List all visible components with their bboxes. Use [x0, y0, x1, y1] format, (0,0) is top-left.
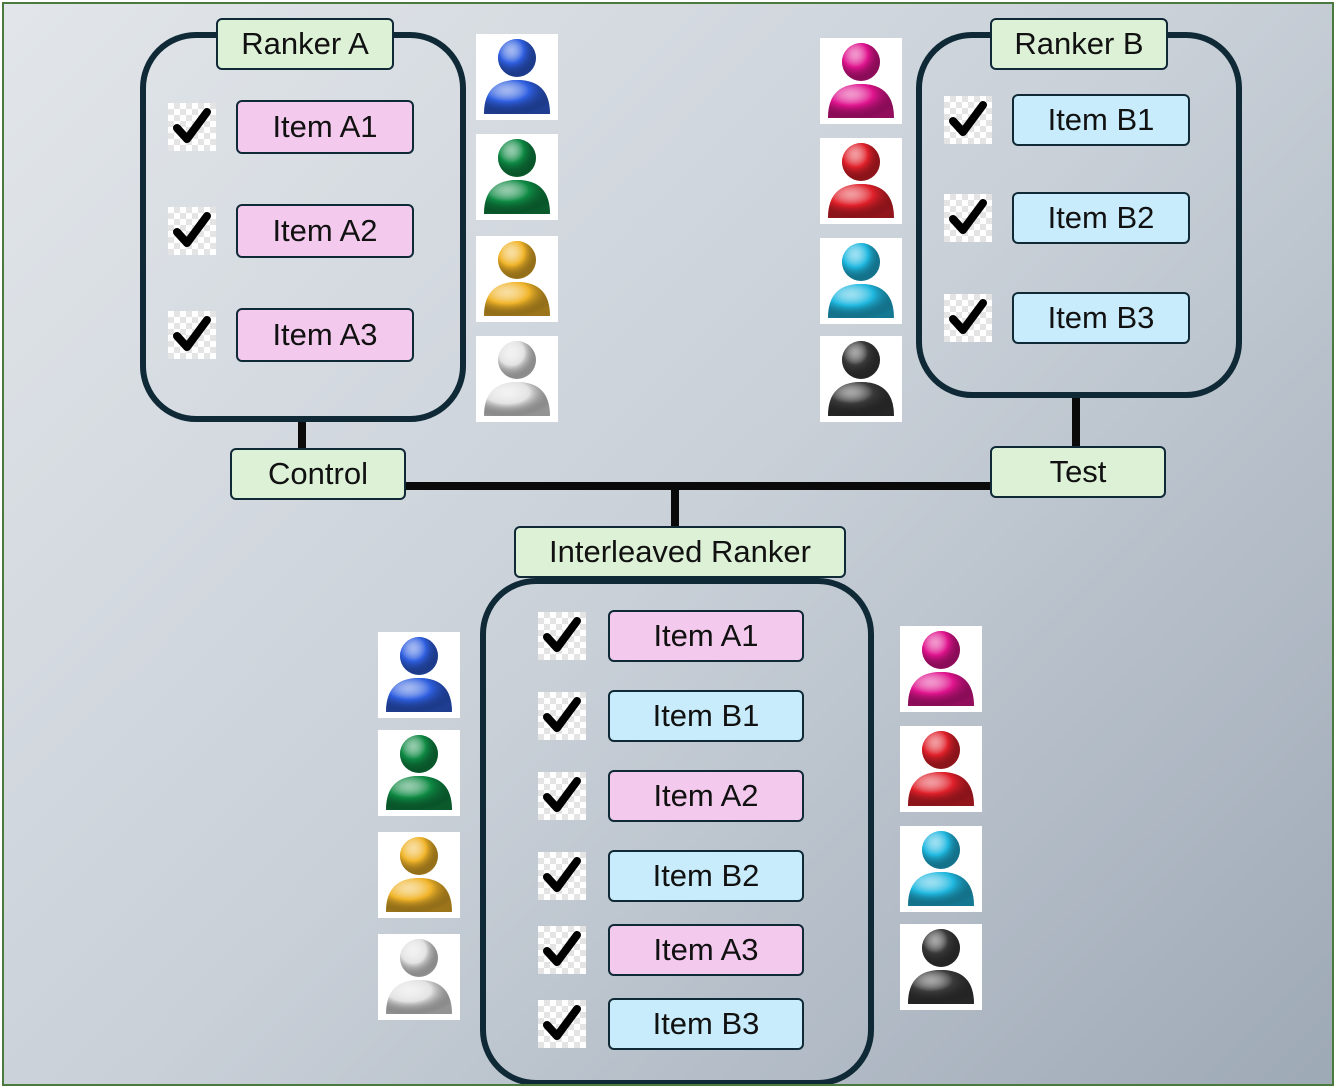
list-item: Item B2 — [608, 850, 804, 902]
user-icon — [378, 730, 460, 816]
list-item: Item A2 — [608, 770, 804, 822]
list-item: Item A1 — [236, 100, 414, 154]
check-icon — [538, 612, 586, 660]
list-item: Item B3 — [1012, 292, 1190, 344]
list-item: Item A1 — [608, 610, 804, 662]
user-icon — [378, 934, 460, 1020]
list-item: Item A3 — [608, 924, 804, 976]
check-icon — [168, 103, 216, 151]
check-icon — [538, 772, 586, 820]
interleaved-title: Interleaved Ranker — [514, 526, 846, 578]
check-icon — [168, 311, 216, 359]
horizontal-connector — [402, 482, 994, 490]
user-icon — [476, 134, 558, 220]
user-icon — [476, 236, 558, 322]
list-item: Item B3 — [608, 998, 804, 1050]
list-item: Item B2 — [1012, 192, 1190, 244]
user-icon — [476, 336, 558, 422]
control-label: Control — [230, 448, 406, 500]
user-icon — [378, 632, 460, 718]
user-icon — [820, 336, 902, 422]
user-icon — [820, 138, 902, 224]
list-item: Item A3 — [236, 308, 414, 362]
test-label: Test — [990, 446, 1166, 498]
user-icon — [820, 38, 902, 124]
ranker-a-title: Ranker A — [216, 18, 394, 70]
user-icon — [900, 924, 982, 1010]
user-icon — [378, 832, 460, 918]
user-icon — [476, 34, 558, 120]
check-icon — [538, 1000, 586, 1048]
list-item: Item B1 — [1012, 94, 1190, 146]
interleaved-connector — [671, 482, 679, 530]
check-icon — [944, 294, 992, 342]
test-connector — [1072, 396, 1080, 450]
check-icon — [538, 926, 586, 974]
user-icon — [900, 826, 982, 912]
user-icon — [900, 626, 982, 712]
user-icon — [900, 726, 982, 812]
check-icon — [944, 96, 992, 144]
ranker-b-title: Ranker B — [990, 18, 1168, 70]
check-icon — [538, 852, 586, 900]
user-icon — [820, 238, 902, 324]
check-icon — [538, 692, 586, 740]
check-icon — [944, 194, 992, 242]
check-icon — [168, 207, 216, 255]
list-item: Item B1 — [608, 690, 804, 742]
control-connector — [298, 416, 306, 452]
interleaved-panel — [480, 578, 874, 1084]
list-item: Item A2 — [236, 204, 414, 258]
